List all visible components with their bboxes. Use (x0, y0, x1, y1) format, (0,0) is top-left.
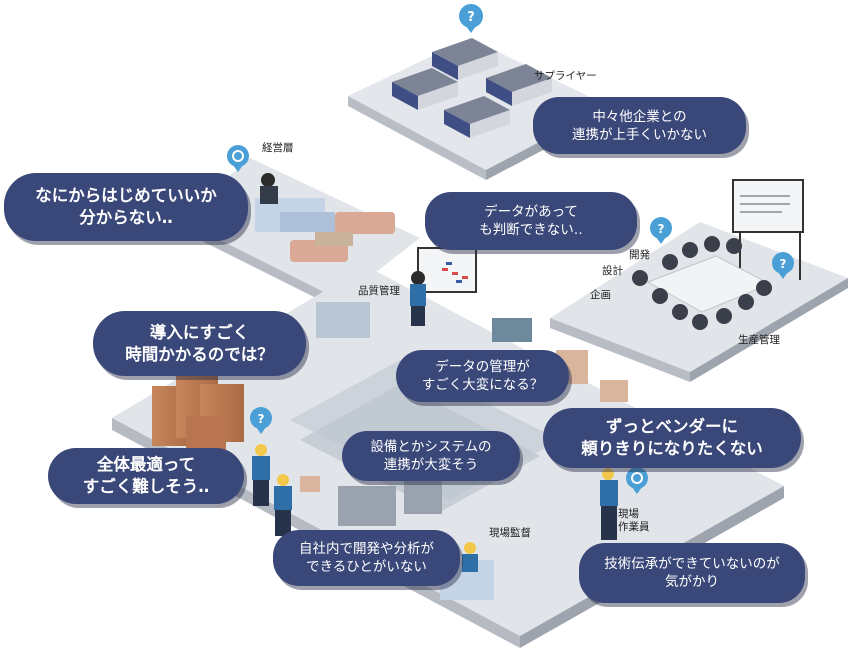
thinking-icon (227, 145, 249, 172)
bubble-line: データがあって (484, 204, 578, 220)
svg-text:?: ? (467, 10, 475, 25)
workers (252, 271, 618, 572)
executive-person (261, 173, 275, 187)
bubble-line: 設備とかシステムの (370, 439, 492, 455)
bubble-data-judgement: データがあって も判断できない‥ (425, 192, 637, 250)
question-markers: ? ? ? ? (227, 4, 794, 494)
bubble-line: データの管理が (435, 359, 530, 375)
bubble-line: 全体最適って (96, 455, 196, 474)
svg-text:?: ? (658, 222, 665, 236)
bubble-line: すごく大変になる？ (421, 377, 544, 393)
bubble-line: も判断できない‥ (479, 222, 583, 238)
question-icon: ? (459, 4, 483, 33)
bubble-line: ずっとベンダーに (606, 417, 738, 436)
question-icon: ? (250, 407, 272, 434)
thinking-icon (626, 467, 648, 494)
bubble-where-to-start: なにからはじめていいか 分からない‥ (4, 173, 248, 241)
bubble-skill-transfer: 技術伝承ができていないのが 気がかり (579, 543, 805, 603)
label-site-supervisor: 現場監督 (489, 527, 531, 539)
bubble-line: すごく難しそう‥ (82, 477, 210, 496)
label-design: 設計 (602, 265, 623, 277)
label-supplier: サプライヤー (534, 70, 597, 82)
cardboard-boxes (152, 374, 244, 452)
machine (316, 302, 370, 338)
svg-text:?: ? (258, 412, 265, 426)
bubble-line: 分からない‥ (79, 208, 173, 227)
label-planning: 企画 (590, 289, 611, 301)
label-development: 開発 (629, 249, 650, 261)
bubble-system-integration: 設備とかシステムの 連携が大変そう (342, 431, 520, 481)
bubble-line: できるひとがいない (306, 559, 427, 575)
question-icon: ? (650, 217, 672, 244)
svg-text:?: ? (780, 257, 787, 271)
bubble-line: なにからはじめていいか (35, 186, 217, 205)
meeting-attendees (632, 236, 772, 330)
bubble-line: 気がかり (665, 574, 719, 590)
bubble-line: 中々他企業との (592, 108, 687, 125)
bubble-line: 技術伝承ができていないのが (604, 556, 780, 572)
label-quality: 品質管理 (358, 285, 400, 297)
bubble-supplier-issue: 中々他企業との 連携が上手くいかない (533, 97, 746, 154)
bubble-line: 導入にすごく (149, 322, 250, 342)
bubble-line: 時間かかるのでは？ (125, 344, 274, 364)
bubble-intro-time: 導入にすごく 時間かかるのでは？ (93, 311, 306, 376)
label-site-worker: 現場 (618, 508, 639, 520)
bubble-line: 頼りきりになりたくない (581, 439, 763, 458)
bubble-total-optimization: 全体最適って すごく難しそう‥ (48, 448, 244, 504)
label-production: 生産管理 (738, 334, 780, 346)
bubble-vendor-dependency: ずっとベンダーに 頼りきりになりたくない (543, 408, 801, 468)
question-icon: ? (772, 252, 794, 279)
warehouse-buildings (392, 38, 552, 138)
bubble-data-management: データの管理が すごく大変になる？ (396, 350, 569, 402)
label-site-worker-2: 作業員 (618, 521, 650, 533)
label-management: 経営層 (262, 142, 294, 154)
bubble-line: 自社内で開発や分析が (299, 541, 434, 557)
whiteboard (732, 179, 804, 233)
bubble-line: 連携が大変そう (383, 457, 479, 473)
bubble-in-house-talent: 自社内で開発や分析が できるひとがいない (273, 530, 460, 586)
bubble-line: 連携が上手くいかない (572, 126, 707, 143)
